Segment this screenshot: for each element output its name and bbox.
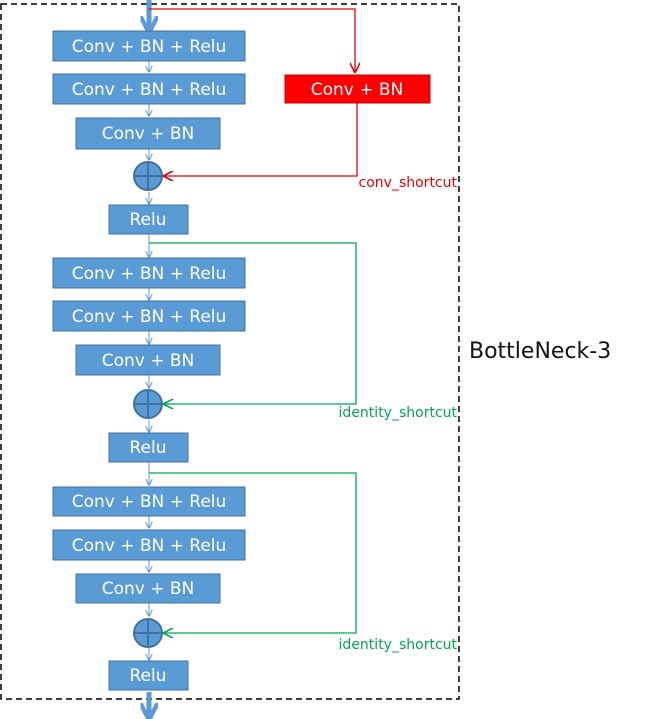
conv-shortcut-return: [164, 103, 358, 176]
conv-bn-relu-block: [52, 300, 246, 332]
conv-bn-relu-block: [52, 529, 246, 561]
conv-bn-block: [75, 344, 221, 376]
add-node-icon: [133, 161, 163, 191]
identity-shortcut-label: identity_shortcut: [339, 637, 458, 653]
block-label: Conv + BN + Relu: [72, 37, 227, 57]
relu-block: [108, 432, 189, 463]
bottleneck-group-border: [0, 3, 460, 700]
block-label: Conv + BN + Relu: [72, 264, 227, 284]
conv-shortcut-block: [284, 74, 431, 104]
shortcut-block-label: Conv + BN: [311, 80, 404, 100]
identity-shortcut-label: identity_shortcut: [339, 405, 458, 421]
conv-bn-block: [75, 573, 221, 604]
stage-1: Conv + BN + Relu Conv + BN + Relu Conv +…: [52, 8, 458, 257]
block-label: Conv + BN + Relu: [72, 536, 227, 556]
conv-bn-relu-block: [52, 486, 246, 517]
conv-bn-block: [75, 117, 221, 150]
identity-shortcut-path: [149, 242, 357, 404]
conv-shortcut-path: [149, 8, 355, 72]
block-label: Conv + BN: [102, 124, 195, 144]
block-label: Conv + BN + Relu: [72, 307, 227, 327]
block-label: Conv + BN: [102, 351, 195, 371]
relu-block: [108, 660, 189, 691]
relu-block: [108, 204, 189, 235]
conv-bn-relu-block: [52, 73, 246, 105]
block-label: Relu: [129, 438, 166, 458]
bottleneck-label: BottleNeck-3: [469, 339, 611, 364]
block-label: Relu: [129, 666, 166, 686]
conv-bn-relu-block: [52, 30, 246, 62]
block-label: Conv + BN + Relu: [72, 492, 227, 512]
conv-shortcut-label: conv_shortcut: [359, 175, 458, 191]
block-label: Conv + BN: [102, 579, 195, 599]
block-label: Conv + BN + Relu: [72, 80, 227, 100]
block-label: Relu: [129, 210, 166, 230]
identity-shortcut-path: [149, 472, 357, 633]
add-node-icon: [133, 389, 163, 419]
stage-2: Conv + BN + Relu Conv + BN + Relu Conv +…: [52, 242, 458, 485]
conv-bn-relu-block: [52, 257, 246, 289]
stage-3: Conv + BN + Relu Conv + BN + Relu Conv +…: [52, 472, 458, 691]
add-node-icon: [133, 618, 163, 648]
